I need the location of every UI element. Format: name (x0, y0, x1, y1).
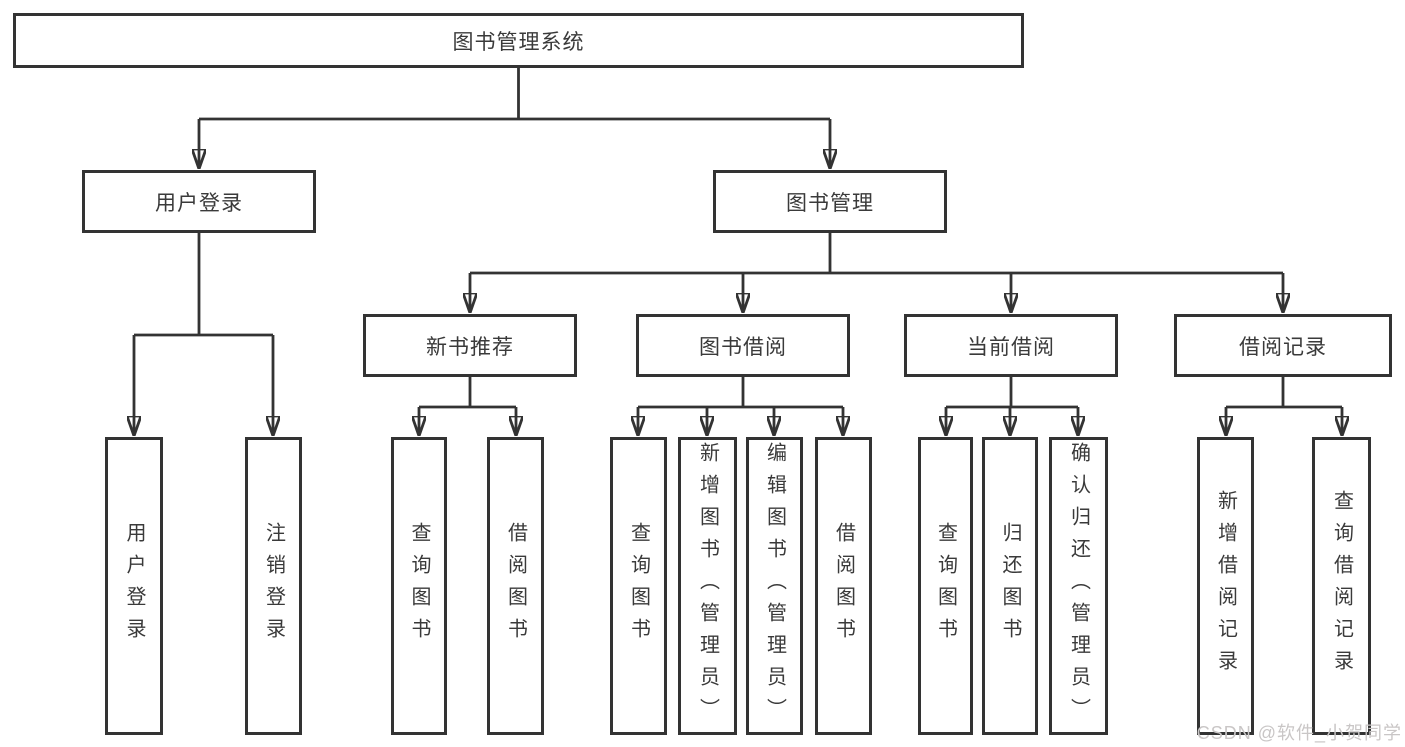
csdn-watermark: CSDN @软件_小贺同学 (1196, 723, 1402, 743)
leaf-borrow-query-books: 查询图书 (610, 437, 667, 735)
node-user-login: 用户登录 (82, 170, 316, 233)
node-book-borrow: 图书借阅 (636, 314, 850, 377)
leaf-borrow-add-books-admin: 新增图书（管理员） (678, 437, 737, 735)
leaf-borrow-add-books-admin-label: 新增图书（管理员） (696, 442, 719, 730)
leaf-logout: 注销登录 (245, 437, 302, 735)
leaf-user-login: 用户登录 (105, 437, 163, 735)
leaf-user-login-label: 用户登录 (123, 522, 145, 650)
node-new-book-recommend-label: 新书推荐 (426, 335, 514, 359)
leaf-current-confirm-return-admin: 确认归还（管理员） (1049, 437, 1108, 735)
leaf-recommend-query-books: 查询图书 (391, 437, 447, 735)
node-root-system: 图书管理系统 (13, 13, 1024, 68)
leaf-current-query-books-label: 查询图书 (934, 522, 957, 650)
node-borrow-records-label: 借阅记录 (1239, 335, 1327, 359)
leaf-records-query-record: 查询借阅记录 (1312, 437, 1371, 735)
node-borrow-records: 借阅记录 (1174, 314, 1392, 377)
leaf-borrow-query-books-label: 查询图书 (627, 522, 650, 650)
node-root-system-label: 图书管理系统 (452, 30, 585, 54)
leaf-current-return-books: 归还图书 (982, 437, 1038, 735)
leaf-records-query-record-label: 查询借阅记录 (1330, 490, 1353, 682)
leaf-records-add-record: 新增借阅记录 (1197, 437, 1254, 735)
leaf-borrow-lend-books: 借阅图书 (815, 437, 872, 735)
leaf-borrow-edit-books-admin: 编辑图书（管理员） (746, 437, 803, 735)
leaf-borrow-lend-books-label: 借阅图书 (832, 522, 855, 650)
leaf-logout-label: 注销登录 (262, 522, 285, 650)
leaf-recommend-borrow-books-label: 借阅图书 (504, 522, 527, 650)
leaf-recommend-borrow-books: 借阅图书 (487, 437, 544, 735)
node-book-management-label: 图书管理 (786, 191, 874, 215)
leaf-current-confirm-return-admin-label: 确认归还（管理员） (1067, 442, 1090, 730)
leaf-current-query-books: 查询图书 (918, 437, 973, 735)
node-user-login-label: 用户登录 (155, 191, 243, 215)
leaf-records-add-record-label: 新增借阅记录 (1214, 490, 1237, 682)
node-current-borrow-label: 当前借阅 (967, 335, 1055, 359)
node-book-borrow-label: 图书借阅 (699, 335, 787, 359)
leaf-borrow-edit-books-admin-label: 编辑图书（管理员） (763, 442, 786, 730)
leaf-current-return-books-label: 归还图书 (999, 522, 1021, 650)
node-book-management: 图书管理 (713, 170, 947, 233)
node-current-borrow: 当前借阅 (904, 314, 1118, 377)
node-new-book-recommend: 新书推荐 (363, 314, 577, 377)
leaf-recommend-query-books-label: 查询图书 (408, 522, 430, 650)
